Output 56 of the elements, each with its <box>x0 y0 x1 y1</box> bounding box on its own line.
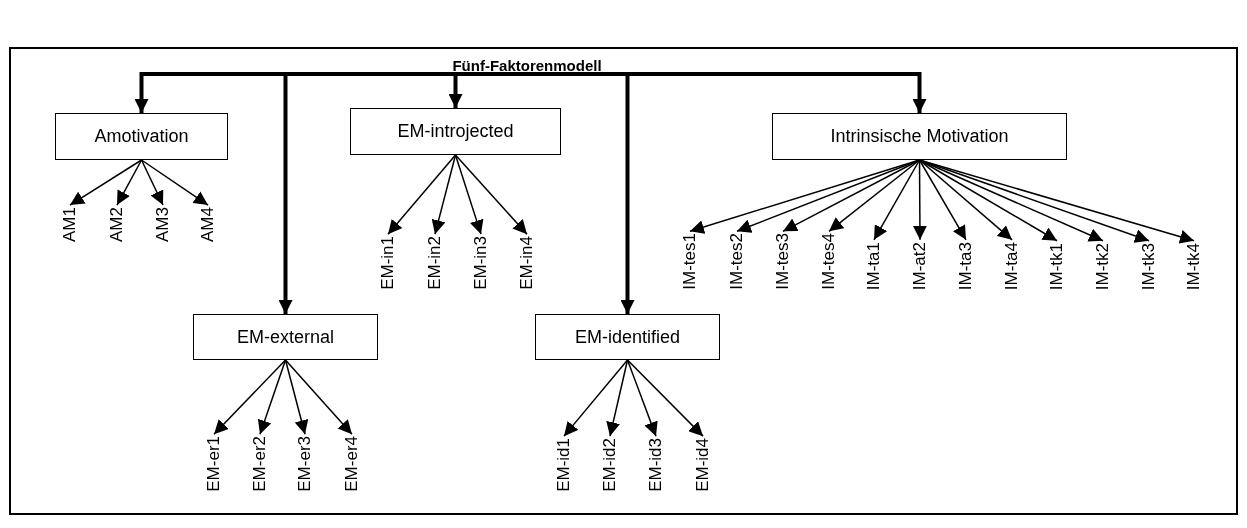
item-label: IM-ta3 <box>956 241 976 290</box>
item-label: IM-at2 <box>910 241 930 290</box>
arrow <box>918 159 1013 241</box>
item-label: AM4 <box>198 207 218 242</box>
arrow <box>257 359 287 435</box>
item-label: EM-er4 <box>342 436 362 492</box>
arrow <box>626 359 704 437</box>
item-label: IM-tes1 <box>680 233 700 290</box>
item-label: IM-tes4 <box>819 233 839 290</box>
arrow <box>140 159 209 206</box>
factor-box: EM-identified <box>535 314 720 360</box>
item-label: IM-ta1 <box>864 241 884 290</box>
arrow <box>626 359 658 437</box>
arrow <box>454 154 484 235</box>
factor-box: Amotivation <box>55 113 228 160</box>
item-label: EM-er2 <box>250 436 270 492</box>
arrow <box>284 359 309 435</box>
item-label: AM2 <box>107 207 127 242</box>
arrow <box>116 159 143 206</box>
arrow <box>387 154 457 235</box>
item-label: IM-tk2 <box>1093 242 1113 290</box>
item-label: IM-tk1 <box>1047 242 1067 290</box>
arrow <box>454 154 528 235</box>
arrow <box>69 159 143 206</box>
item-label: IM-ta4 <box>1002 241 1022 290</box>
factor-box: EM-introjected <box>350 108 561 155</box>
item-label: EM-in1 <box>378 236 398 290</box>
item-label: EM-in3 <box>471 236 491 290</box>
arrow <box>918 159 967 241</box>
arrow <box>563 359 629 437</box>
arrow <box>448 72 529 108</box>
arrow <box>606 359 629 437</box>
item-label: IM-tk3 <box>1139 242 1159 290</box>
factor-box: EM-external <box>193 314 378 360</box>
factor-box: Intrinsische Motivation <box>772 113 1067 160</box>
item-label: IM-tk4 <box>1184 242 1204 290</box>
item-label: IM-tes3 <box>773 233 793 290</box>
item-label: EM-er3 <box>295 436 315 492</box>
item-label: EM-in4 <box>517 236 537 290</box>
arrow <box>828 159 921 233</box>
arrow <box>140 159 164 206</box>
arrow <box>873 159 921 241</box>
arrow <box>431 154 457 235</box>
item-label: EM-id3 <box>646 438 666 492</box>
arrow <box>213 359 287 435</box>
item-label: EM-in2 <box>425 236 445 290</box>
item-label: AM3 <box>153 207 173 242</box>
diagram-title: Fünf-Faktorenmodell <box>452 57 602 74</box>
item-label: IM-tes2 <box>727 233 747 290</box>
item-label: EM-id1 <box>554 438 574 492</box>
item-label: EM-id2 <box>600 438 620 492</box>
item-label: AM1 <box>60 207 80 242</box>
arrow <box>912 159 927 241</box>
arrow <box>284 359 353 435</box>
item-label: EM-er1 <box>204 436 224 492</box>
item-label: EM-id4 <box>693 438 713 492</box>
